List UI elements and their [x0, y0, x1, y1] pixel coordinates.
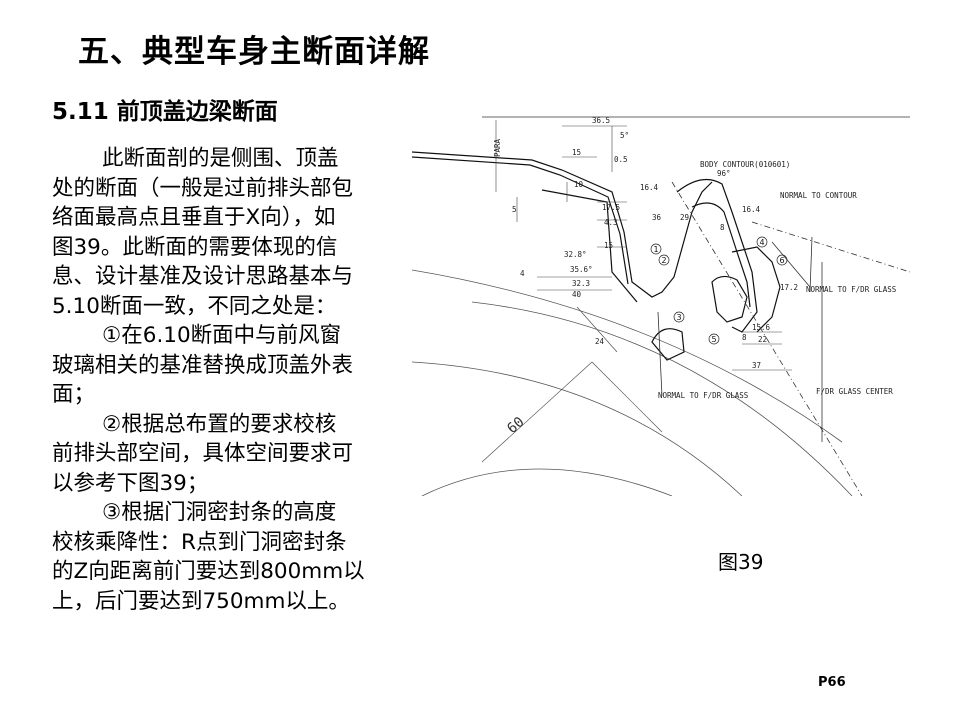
svg-text:96°: 96° — [717, 169, 731, 178]
svg-text:F/DR GLASS CENTER: F/DR GLASS CENTER — [816, 387, 893, 396]
svg-text:4: 4 — [760, 238, 765, 247]
paragraph-line: ②根据总布置的要求校核 — [102, 411, 337, 437]
section-heading: 5.11 前顶盖边梁断面 — [52, 99, 278, 125]
svg-text:35.6°: 35.6° — [570, 265, 593, 274]
paragraph-line: 处的断面（一般是过前排头部包 — [52, 175, 354, 201]
paragraph-line: 上，后门要达到750mm以上。 — [52, 588, 350, 614]
svg-text:36: 36 — [652, 213, 662, 222]
paragraph-line: 的Z向距离前门要达到800mm以 — [52, 559, 365, 584]
svg-text:17.5: 17.5 — [602, 203, 620, 212]
paragraph-line: 玻璃相关的基准替换成顶盖外表 — [52, 352, 354, 378]
svg-text:NORMAL TO F/DR GLASS: NORMAL TO F/DR GLASS — [806, 285, 897, 294]
paragraph-line: 以参考下图39； — [52, 470, 209, 496]
paragraph-line: 图39。此断面的需要体现的信 — [52, 234, 338, 260]
section-drawing: 36.5 5° 15 0.5 10 5 17.5 4.3 16.4 36 15 … — [412, 112, 910, 496]
svg-text:29: 29 — [680, 213, 689, 222]
paragraph-line: 校核乘降性：R点到门洞密封条 — [52, 529, 347, 555]
svg-text:15: 15 — [572, 148, 581, 157]
svg-text:16.4: 16.4 — [640, 183, 659, 192]
svg-text:32.8°: 32.8° — [564, 250, 587, 259]
svg-text:16.4: 16.4 — [742, 205, 761, 214]
svg-text:60: 60 — [504, 414, 527, 437]
page-title: 五、典型车身主断面详解 — [78, 34, 430, 70]
clearance-arc — [471, 301, 853, 496]
svg-text:24: 24 — [595, 337, 605, 346]
svg-text:17.2: 17.2 — [780, 283, 798, 292]
svg-text:3: 3 — [677, 313, 682, 322]
clearance-arc — [412, 269, 843, 443]
svg-text:2: 2 — [662, 256, 667, 265]
page-number: P66 — [818, 675, 846, 690]
paragraph-line: 面； — [52, 382, 96, 407]
svg-text:PARA: PARA — [493, 138, 502, 157]
svg-text:BODY CONTOUR(010601): BODY CONTOUR(010601) — [700, 160, 790, 169]
paragraph-line: 此断面剖的是侧围、顶盖 — [102, 146, 339, 171]
svg-text:6: 6 — [780, 256, 785, 265]
dimension-labels: 36.5 5° 15 0.5 10 5 17.5 4.3 16.4 36 15 … — [504, 116, 798, 437]
paragraph-line: ③根据门洞密封条的高度 — [102, 500, 337, 525]
clearance-arc — [421, 468, 673, 496]
paragraph-line: 5.10断面一致，不同之处是： — [52, 293, 337, 319]
svg-text:NORMAL TO CONTOUR: NORMAL TO CONTOUR — [780, 191, 857, 200]
paragraph-line: 前排头部空间，具体空间要求可 — [52, 441, 354, 466]
svg-text:10: 10 — [574, 180, 584, 189]
svg-text:15: 15 — [604, 241, 613, 250]
svg-text:5: 5 — [712, 335, 717, 344]
svg-text:8: 8 — [720, 223, 725, 232]
svg-text:37: 37 — [752, 361, 761, 370]
svg-text:36.5: 36.5 — [592, 116, 610, 125]
svg-text:5°: 5° — [620, 131, 629, 140]
svg-text:5: 5 — [512, 205, 517, 214]
paragraph-line: ①在6.10断面中与前风窗 — [102, 323, 342, 348]
figure-caption: 图39 — [718, 550, 764, 574]
svg-text:8: 8 — [742, 333, 747, 342]
svg-text:32.3: 32.3 — [572, 279, 590, 288]
svg-text:0.5: 0.5 — [614, 155, 628, 164]
svg-text:15.6: 15.6 — [752, 323, 771, 332]
svg-text:1: 1 — [654, 245, 659, 254]
svg-text:NORMAL TO F/DR GLASS: NORMAL TO F/DR GLASS — [658, 391, 749, 400]
clearance-arc — [412, 361, 743, 496]
drawing-annotations: PARA BODY CONTOUR(010601) NORMAL TO CONT… — [493, 138, 897, 400]
svg-text:22: 22 — [758, 335, 767, 344]
svg-text:4: 4 — [520, 269, 525, 278]
callout-numbers: 1 2 3 4 5 6 — [654, 238, 785, 344]
svg-text:4.3: 4.3 — [604, 218, 618, 227]
svg-text:40: 40 — [572, 290, 582, 299]
paragraph-line: 络面最高点且垂直于X向），如 — [52, 205, 336, 230]
body-text: 此断面剖的是侧围、顶盖 处的断面（一般是过前排头部包 络面最高点且垂直于X向），… — [52, 144, 397, 616]
paragraph-line: 息、设计基准及设计思路基本与 — [52, 264, 354, 289]
